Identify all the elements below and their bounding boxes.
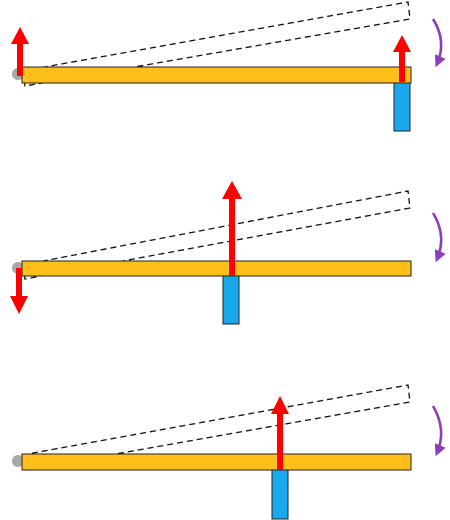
support-force-arrow-up [222, 181, 242, 276]
panel-3 [12, 384, 446, 520]
beam [21, 453, 412, 471]
pivot-hinge [12, 455, 24, 467]
support-block [393, 81, 411, 132]
support-force-arrow-up [393, 35, 411, 82]
support-force-arrow-up [271, 396, 289, 470]
panel-2 [10, 181, 446, 325]
support-block [222, 274, 240, 325]
clockwise-rotation-arrow [431, 405, 446, 457]
support-block [271, 468, 289, 520]
beam [21, 260, 412, 277]
panel-1 [11, 1, 446, 132]
left-force-arrow-down [10, 268, 28, 314]
beam [21, 66, 412, 84]
rotated-beam-outline [21, 190, 411, 280]
clockwise-rotation-arrow [431, 212, 446, 263]
clockwise-rotation-arrow [431, 18, 446, 68]
left-force-arrow-up [11, 27, 29, 76]
